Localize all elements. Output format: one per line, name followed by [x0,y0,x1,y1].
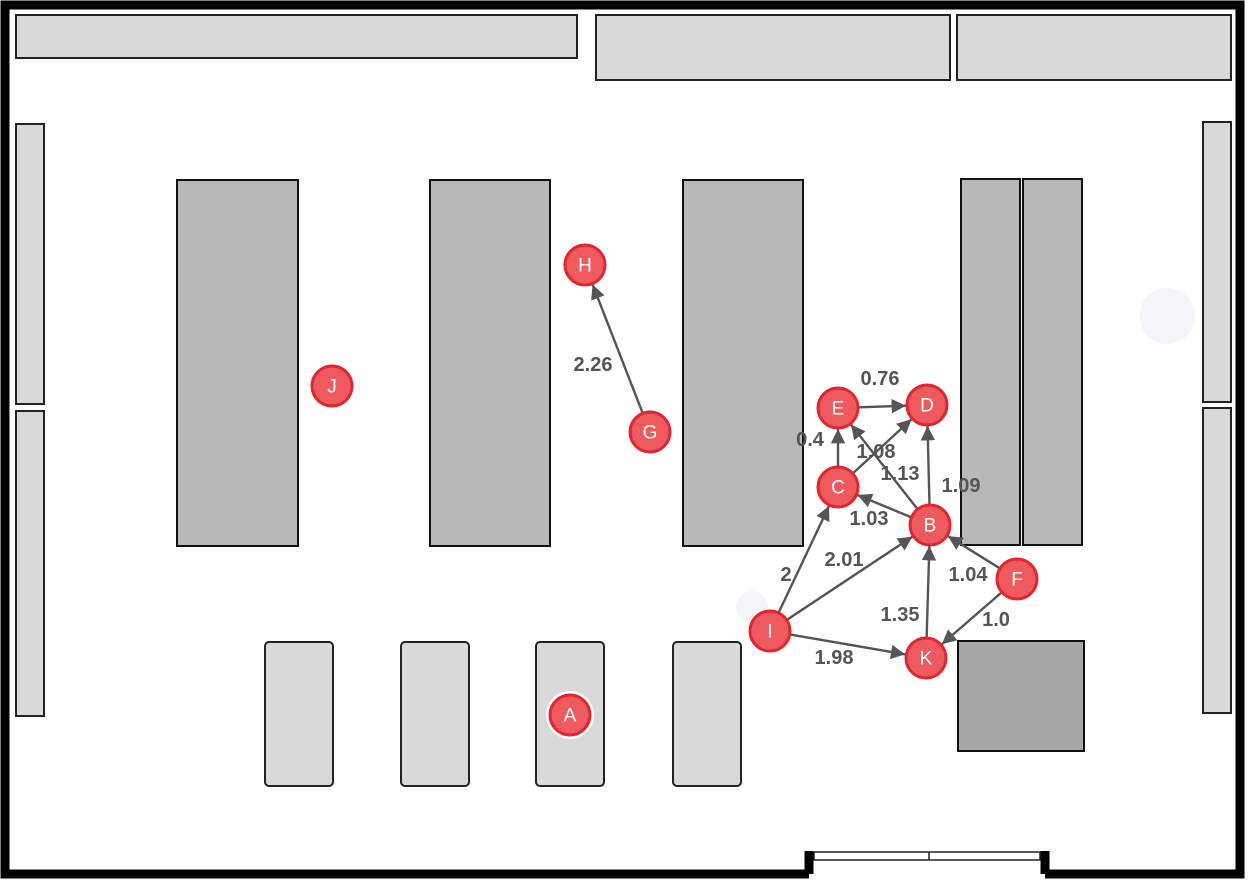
node-label: I [767,622,772,643]
edge-weight-label: 2.01 [825,549,864,571]
aisle-shelf-4a [960,178,1021,546]
faint-circle [1139,288,1195,344]
node-circle[interactable] [905,383,949,427]
node-label: F [1011,570,1023,591]
edge-labels: 2.26 0.76 0.4 1.081.13 1.09 1.03 2 2.01 1.04 1.35… [574,354,1010,669]
edge-k-b [921,545,937,639]
edge-c-d [851,418,913,475]
node-j[interactable]: J [310,364,354,408]
display-table-1 [264,641,334,787]
node-b[interactable]: B [908,503,952,547]
edge-f-k [941,591,1003,646]
node-k[interactable]: K [904,636,948,680]
node-h[interactable]: H [563,243,607,287]
edge-i-k [789,633,906,660]
node-circle[interactable] [310,364,354,408]
node-c[interactable]: C [816,465,860,509]
counter-top-left [15,14,578,59]
node-circle[interactable] [908,503,952,547]
edge-g-h [591,284,644,414]
edge-b-d [920,425,936,506]
wall-shelf-left-lower [15,410,45,717]
node-label: B [924,516,937,537]
counter-top-right [956,14,1232,81]
node-label: G [643,423,658,444]
edge-weight-label: 1.98 [815,647,854,669]
display-tables [264,640,1085,787]
aisle-shelf-3 [682,179,804,547]
edge-weight-label: 1.35 [881,604,920,626]
node-circle[interactable] [748,609,792,653]
node-circle[interactable] [816,465,860,509]
node-e[interactable]: E [816,386,860,430]
edge-weight-label: 0.4 [796,429,825,451]
node-label: C [831,478,845,499]
wall-shelves [15,121,1232,717]
wall-shelf-right-lower [1202,407,1232,714]
node-d[interactable]: D [905,383,949,427]
node-circle[interactable] [816,386,860,430]
node-circle[interactable] [548,693,592,737]
edge-i-c [777,505,831,614]
node-label: E [832,399,845,420]
aisle-shelf-1 [176,179,299,547]
edge-weight-label: 1.04 [949,564,989,586]
doorway-sill [813,851,1041,861]
node-label: A [564,706,577,727]
aisle-shelf-2 [429,179,551,547]
node-f[interactable]: F [995,557,1039,601]
edge-b-e [850,423,919,511]
counter-top-middle [595,14,951,81]
edge-b-c [856,493,912,519]
wall-shelf-right-upper [1202,121,1232,403]
edge-weight-label: 1.0 [982,609,1010,631]
node-circle[interactable] [995,557,1039,601]
node-g[interactable]: G [628,410,672,454]
node-circle[interactable] [904,636,948,680]
node-circle[interactable] [563,243,607,287]
edge-f-b [947,535,1001,570]
edge-weight-label: 0.76 [861,368,900,390]
edge-i-b [786,535,914,621]
edge-weight-label: 1.13 [881,463,920,485]
node-label: D [920,396,934,417]
wall-shelf-left-upper [15,123,45,405]
display-table-2 [400,641,470,787]
edge-weight-label: 1.09 [942,475,981,497]
edges [591,284,1003,660]
checkout-counter [957,640,1085,752]
aisle-shelf-4b [1022,178,1083,546]
display-table-4 [672,641,742,787]
node-label: H [578,256,592,277]
edge-e-d [857,398,907,414]
edge-weight-label: 1.08 [857,441,896,463]
edge-weight-label: 1.03 [850,508,889,530]
node-circle[interactable] [628,410,672,454]
node-i[interactable]: I [748,609,792,653]
aisle-shelves [176,178,1083,547]
top-counters [15,14,1232,81]
nodes: A B C D E F G H I J K [310,243,1039,739]
node-a[interactable]: A [546,691,594,739]
node-label: K [920,649,933,670]
edge-weight-label: 2 [780,564,791,586]
node-label: J [327,377,337,398]
edge-weight-label: 2.26 [574,354,613,376]
